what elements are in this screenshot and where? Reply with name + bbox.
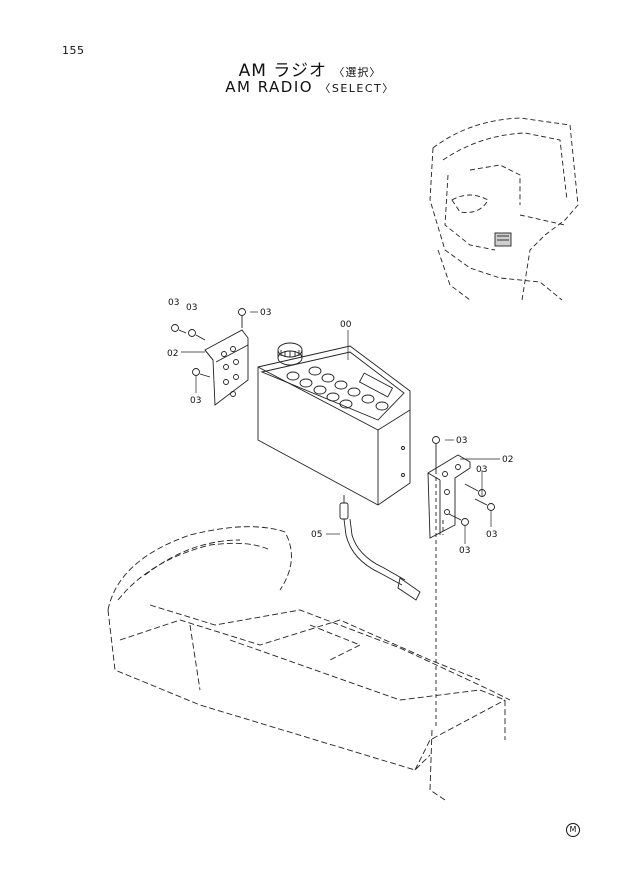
callout-labels: 00 02 02 05 03 03 03 03 03 03 03 03 xyxy=(167,298,513,556)
radio-display xyxy=(358,372,394,398)
bolt-alignment-line xyxy=(435,470,444,728)
leader-lines xyxy=(181,311,500,544)
bolt-top-center xyxy=(238,308,246,328)
callout-bolt-right-top: 03 xyxy=(456,436,467,446)
callout-bolt-top-left-a: 03 xyxy=(168,298,179,308)
corner-mark: M xyxy=(566,823,580,837)
bracket-right xyxy=(427,454,471,539)
bolt-right-top xyxy=(432,436,440,470)
callout-bolt-top-left-b: 03 xyxy=(186,303,197,313)
bolts xyxy=(171,308,495,526)
bolt-left-lower xyxy=(192,368,211,378)
callout-bolt-left-lower: 03 xyxy=(190,396,201,406)
callout-antenna-cable: 05 xyxy=(311,530,322,540)
title-english: AM RADIO 〈SELECT〉 xyxy=(0,78,620,96)
antenna-cable xyxy=(339,495,421,601)
radio-volume-knob xyxy=(277,342,303,366)
callout-bolt-right-side: 03 xyxy=(486,530,497,540)
title-english-main: AM RADIO xyxy=(225,78,314,96)
bolt-right-mid xyxy=(464,483,486,497)
callout-bolt-right-bottom: 03 xyxy=(459,546,470,556)
page-number: 155 xyxy=(62,44,85,57)
callout-radio-unit: 00 xyxy=(340,320,352,330)
bolt-right-bottom xyxy=(448,513,469,526)
bolt-top-left-a xyxy=(171,324,187,334)
callout-bracket-right: 02 xyxy=(502,455,513,465)
vehicle-body-outline xyxy=(107,526,511,801)
radio-unit xyxy=(257,342,411,506)
radio-location-indicator xyxy=(494,232,512,247)
callout-bolt-top-center: 03 xyxy=(260,308,271,318)
title-japanese-sub: 〈選択〉 xyxy=(333,66,382,79)
bracket-left xyxy=(204,329,249,406)
callout-bolt-right-mid: 03 xyxy=(476,465,487,475)
radio-buttons xyxy=(286,366,389,411)
bolt-top-left-b xyxy=(188,329,206,341)
bolt-right-side xyxy=(474,498,495,511)
title-english-sub: 〈SELECT〉 xyxy=(319,82,395,95)
title-japanese: AM ラジオ 〈選択〉 xyxy=(0,56,620,81)
cab-location-inset xyxy=(429,117,579,301)
callout-bracket-left: 02 xyxy=(167,349,178,359)
title-japanese-main: AM ラジオ xyxy=(238,61,327,81)
